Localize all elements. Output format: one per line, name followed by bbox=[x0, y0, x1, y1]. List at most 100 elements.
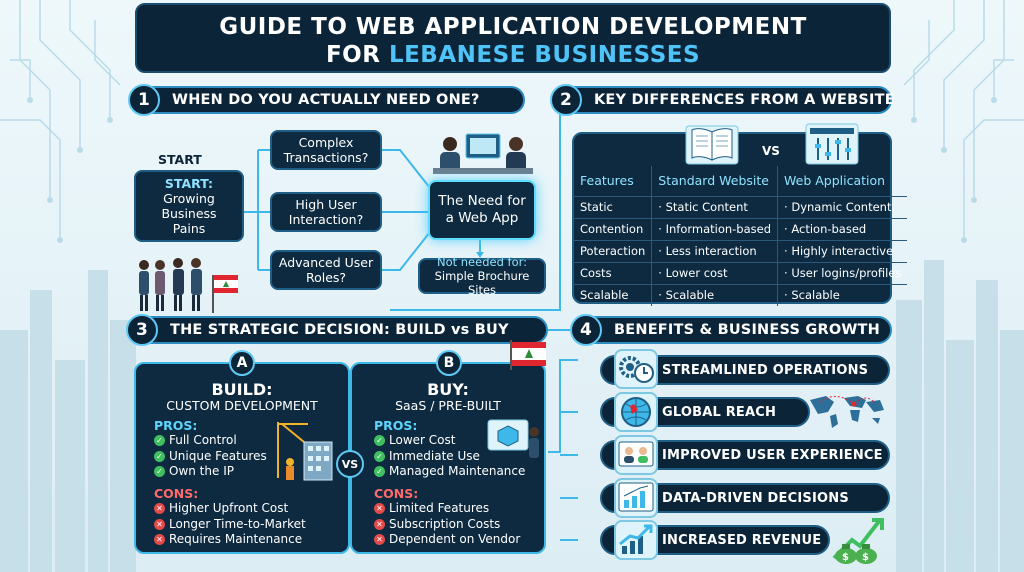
list-item: ✕ Longer Time-to-Market bbox=[154, 517, 306, 533]
list-item: ✕ Dependent on Vendor bbox=[374, 532, 520, 548]
title-accent: LEBANESE BUSINESSES bbox=[388, 42, 701, 68]
bar-chart-icon bbox=[614, 478, 658, 518]
question-3-text: Advanced User Roles? bbox=[278, 255, 374, 285]
table-vs-label: VS bbox=[762, 144, 780, 158]
table-row: Poteraction· Less interaction· Highly in… bbox=[574, 239, 908, 262]
item-text: Unique Features bbox=[169, 448, 267, 463]
table-cell: Costs bbox=[574, 261, 652, 284]
page-title: GUIDE TO WEB APPLICATION DEVELOPMENT FOR… bbox=[135, 3, 891, 73]
table-cell: · Less interaction bbox=[651, 239, 778, 262]
build-subtitle: CUSTOM DEVELOPMENT bbox=[166, 398, 318, 413]
item-text: Dependent on Vendor bbox=[389, 532, 521, 546]
section-4-heading: 4 BENEFITS & BUSINESS GROWTH bbox=[570, 314, 892, 346]
item-text: Managed Maintenance bbox=[389, 464, 526, 478]
comparison-table: Features Standard Website Web Applicatio… bbox=[574, 166, 908, 306]
buy-badge: B bbox=[436, 350, 462, 376]
gears-clock-icon bbox=[614, 349, 658, 389]
list-item: ✓Managed Maintenance bbox=[374, 464, 525, 480]
buy-pros: PROS: ✓Lower Cost ✓Immediate Use ✓Manage… bbox=[374, 418, 525, 480]
table-cell: · User logins/profiles bbox=[777, 261, 908, 284]
cell-text: Scalable bbox=[791, 288, 840, 303]
section-4-number: 4 bbox=[570, 314, 602, 346]
cross-icon: ✕ bbox=[154, 503, 165, 515]
table-row: Costs· Lower cost· User logins/profiles bbox=[574, 261, 908, 284]
cross-icon: ✕ bbox=[154, 534, 165, 546]
cell-text: Highly interactive bbox=[791, 244, 894, 258]
table-cell: · Static Content bbox=[651, 195, 778, 218]
svg-text:$: $ bbox=[862, 552, 869, 563]
check-icon: ✓ bbox=[154, 435, 165, 447]
benefit-label: DATA-DRIVEN DECISIONS bbox=[662, 490, 849, 506]
build-cons-label: CONS: bbox=[154, 486, 199, 501]
item-text: Immediate Use bbox=[389, 448, 480, 463]
benefit-label: GLOBAL REACH bbox=[662, 404, 777, 420]
question-2-text: High User Interaction? bbox=[288, 197, 364, 227]
table-row: Static· Static Content· Dynamic Content bbox=[574, 195, 908, 218]
section-2-title: KEY DIFFERENCES FROM A WEBSITE bbox=[594, 92, 895, 108]
check-icon: ✓ bbox=[374, 450, 385, 462]
section-3-heading: 3 THE STRATEGIC DECISION: BUILD vs BUY bbox=[126, 314, 548, 346]
users-icon bbox=[614, 435, 658, 475]
cell-text: Less interaction bbox=[665, 244, 757, 258]
build-badge: A bbox=[229, 350, 255, 376]
cross-icon: ✕ bbox=[374, 534, 385, 546]
header-features: Features bbox=[580, 173, 634, 189]
cross-icon: ✕ bbox=[154, 518, 165, 530]
world-map-icon bbox=[810, 396, 884, 428]
table-cell: Contention bbox=[574, 217, 652, 240]
office-workers-icon bbox=[433, 133, 533, 174]
section-2-heading: 2 KEY DIFFERENCES FROM A WEBSITE bbox=[550, 84, 895, 116]
table-cell: · Action-based bbox=[777, 217, 908, 240]
question-1-text: Complex Transactions? bbox=[283, 135, 369, 165]
list-item: ✓ Immediate Use bbox=[374, 449, 525, 465]
item-text: Longer Time-to-Market bbox=[169, 516, 306, 531]
item-text: Limited Features bbox=[389, 501, 490, 515]
table-cell: · Scalable bbox=[777, 283, 908, 306]
section-3-title: THE STRATEGIC DECISION: BUILD vs BUY bbox=[170, 322, 509, 338]
table-cell: · Lower cost bbox=[651, 261, 778, 284]
item-text: Subscription Costs bbox=[389, 516, 501, 531]
list-item: ✕Requires Maintenance bbox=[154, 532, 306, 548]
list-item: ✓Own the IP bbox=[154, 464, 267, 480]
build-pros: PROS: ✓Full Control ✓Unique Features ✓Ow… bbox=[154, 418, 267, 480]
title-line-2: FOR LEBANESE BUSINESSES bbox=[137, 41, 889, 69]
list-item: ✓ Full Control bbox=[154, 433, 267, 449]
table-row: Contention· Information-based· Action-ba… bbox=[574, 217, 908, 240]
saas-screen-icon bbox=[487, 419, 539, 458]
list-item: ✓ Unique Features bbox=[154, 449, 267, 465]
start-box-text: Growing Business Pains bbox=[161, 191, 217, 236]
list-item: ✕Limited Features bbox=[374, 501, 520, 517]
cell-text: Scalable bbox=[665, 288, 715, 303]
check-icon: ✓ bbox=[374, 435, 385, 447]
lebanese-flag-icon bbox=[510, 340, 546, 370]
buy-cons: CONS: ✕Limited Features ✕Subscription Co… bbox=[374, 486, 520, 548]
section-1-heading: 1 WHEN DO YOU ACTUALLY NEED ONE? bbox=[128, 84, 525, 116]
not-needed-text: Simple Brochure Sites bbox=[434, 269, 530, 297]
build-vs-buy-label: VS bbox=[336, 450, 364, 478]
table-cell: · Scalable bbox=[651, 283, 778, 306]
table-cell: · Information-based bbox=[651, 217, 778, 240]
section-1-title: WHEN DO YOU ACTUALLY NEED ONE? bbox=[172, 92, 480, 108]
cross-icon: ✕ bbox=[374, 518, 385, 530]
result-text: The Need for a Web App bbox=[438, 193, 526, 226]
globe-icon bbox=[614, 392, 658, 432]
start-box: START: Growing Business Pains bbox=[134, 170, 244, 242]
list-item: ✕ Subscription Costs bbox=[374, 517, 520, 533]
header-standard-website: Standard Website bbox=[651, 166, 778, 196]
build-cons: CONS: ✕ Higher Upfront Cost ✕ Longer Time-… bbox=[154, 486, 306, 548]
check-icon: ✓ bbox=[154, 466, 165, 478]
check-icon: ✓ bbox=[154, 450, 165, 462]
item-text: Full Control bbox=[169, 433, 237, 447]
buy-pros-label: PROS: bbox=[374, 418, 418, 433]
buy-subtitle: SaaS / PRE-BUILT bbox=[395, 398, 501, 413]
buy-cons-label: CONS: bbox=[374, 486, 419, 501]
svg-text:$: $ bbox=[842, 552, 849, 563]
growth-arrow-icon bbox=[614, 520, 658, 560]
buy-title: BUY: bbox=[427, 380, 469, 399]
item-text: Higher Upfront Cost bbox=[169, 501, 289, 515]
cell-text: Static Content bbox=[665, 200, 748, 214]
benefit-label: STREAMLINED OPERATIONS bbox=[662, 362, 869, 378]
section-4-title: BENEFITS & BUSINESS GROWTH bbox=[614, 322, 880, 338]
table-header-row: Features Standard Website Web Applicatio… bbox=[574, 166, 908, 196]
cell-text: Dynamic Content bbox=[791, 200, 892, 214]
